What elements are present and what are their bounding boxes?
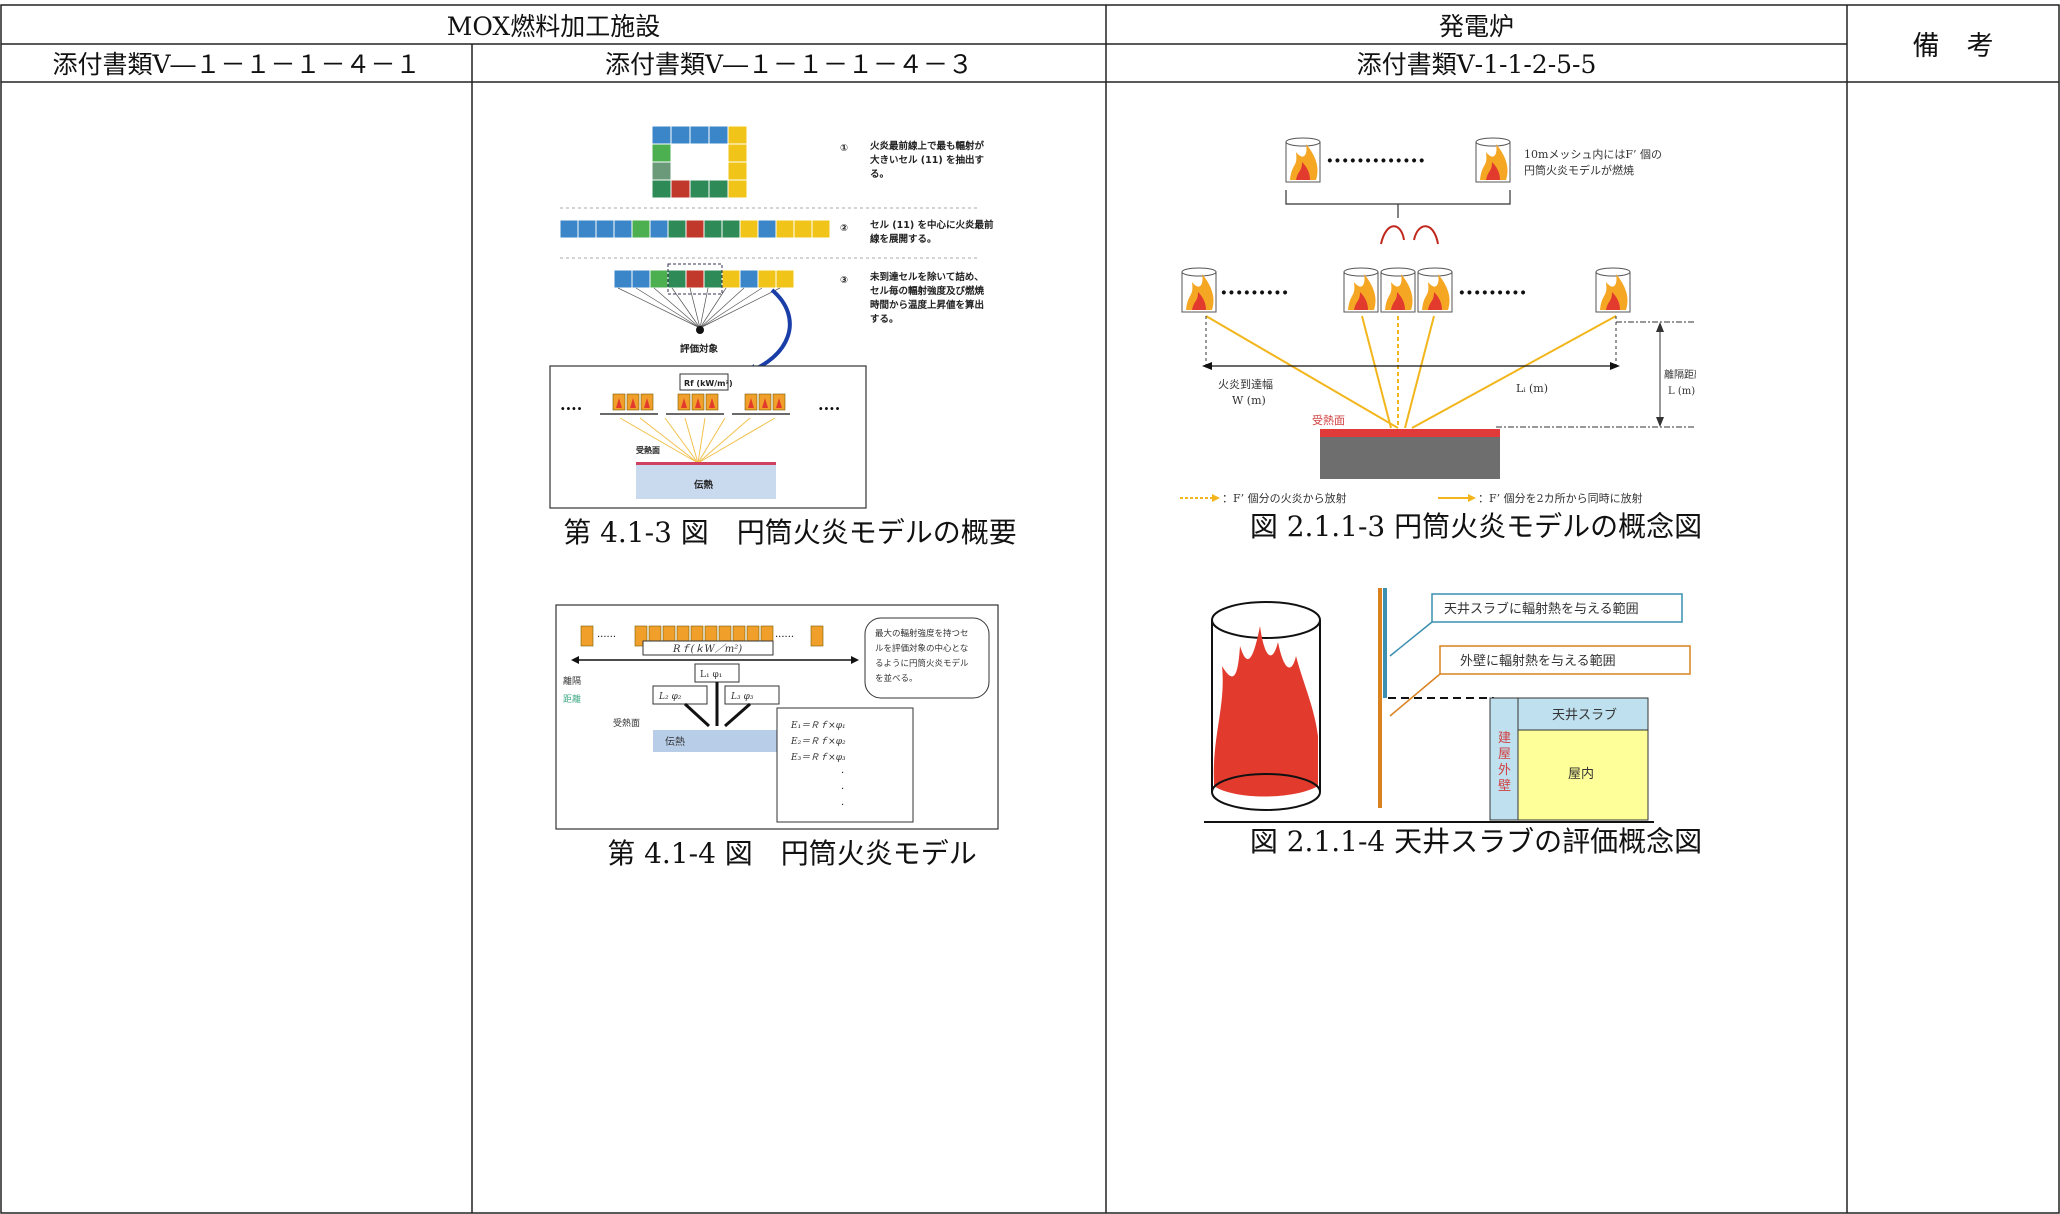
l2-phi2-label: L₂ φ₂ xyxy=(658,692,682,702)
rf-label: Rf (kW/m²) xyxy=(684,379,733,388)
equation-e2: E₂＝Ｒｆ×φ₂ xyxy=(790,736,846,747)
step3-number: ③ xyxy=(840,275,848,286)
svg-text:······: ······ xyxy=(597,632,616,643)
figure-4-1-4-cylindrical-flame-model: ······ ······ Rｆ(ｋW／m²) L₁ φ₁ L₂ φ₂ L₃ φ… xyxy=(555,604,999,830)
fig-4-1-3-caption: 第 4.1-3 図 円筒火炎モデルの概要 xyxy=(563,516,1017,549)
indoor-label: 屋内 xyxy=(1568,766,1594,782)
separation-line2: L (m) xyxy=(1668,386,1695,397)
step2-number: ② xyxy=(840,223,848,234)
step1-text-line1: 火炎最前線上で最も輻射が xyxy=(870,140,985,152)
front-width-line1: 火炎到達幅 xyxy=(1218,378,1273,391)
svg-text:·········: ········· xyxy=(1220,280,1289,306)
heat-surface-label: 受熱面 xyxy=(636,445,660,455)
header-remarks: 備 考 xyxy=(1912,31,1994,62)
step3-text-line4: する。 xyxy=(870,314,899,325)
figure-4-1-3-cylindrical-flame-overview: ① 火炎最前線上で最も輻射が 大きいセル (11) を抽出す る。 ② セル (… xyxy=(549,125,994,509)
mesh-note-line1: 10mメッシュ内にはF’ 個の xyxy=(1524,147,1662,161)
outer-wall-char2: 屋 xyxy=(1498,747,1511,762)
distance-label-b: 距離 xyxy=(563,693,581,705)
note-line4: を並べる。 xyxy=(875,673,918,684)
packed-cell-strip xyxy=(613,269,795,289)
flame-front-strip xyxy=(559,219,831,239)
fig-2-1-1-4-caption: 図 2.1.1-4 天井スラブの評価概念図 xyxy=(1249,825,1703,858)
figure-2-1-1-3-flame-concept: ············· 10mメッシュ内にはF’ 個の 円筒火炎モデルが燃焼… xyxy=(1180,137,1696,505)
note-line3: るように円筒火炎モデル xyxy=(875,658,969,669)
li-label: Lᵢ (m) xyxy=(1516,382,1548,395)
cell-ring-diagram xyxy=(651,125,748,199)
svg-text:·: · xyxy=(841,800,844,811)
outer-wall-char4: 壁 xyxy=(1498,779,1511,794)
heat-transfer-label: 伝熱 xyxy=(694,479,714,491)
header-doc-col2: 添付書類Ⅴ―１－１－１－４－３ xyxy=(604,50,974,79)
step1-number: ① xyxy=(840,143,848,154)
l1-phi1-label: L₁ φ₁ xyxy=(700,670,722,680)
legend-dotted: ：F’ 個分の火炎から放射 xyxy=(1222,491,1347,505)
svg-text:·: · xyxy=(841,768,844,779)
header-doc-col3: 添付書類Ⅴ-1-1-2-5-5 xyxy=(1356,50,1597,79)
legend-solid: ：F’ 個分を2カ所から同時に放射 xyxy=(1478,491,1643,505)
distance-label-a: 離隔 xyxy=(563,675,581,687)
figure-2-1-1-4-ceiling-slab-concept: 天井スラブに輻射熱を与える範囲 外壁に輻射熱を与える範囲 天井スラブ 建 屋 外… xyxy=(1204,588,1691,823)
step2-text-line2: 線を展開する。 xyxy=(870,233,937,245)
step3-text-line3: 時間から温度上昇値を算出 xyxy=(870,299,984,311)
header-doc-col1: 添付書類Ⅴ―１－１－１－４－１ xyxy=(52,50,421,79)
eval-target-label: 評価対象 xyxy=(680,343,719,355)
front-width-line2: W (m) xyxy=(1232,394,1266,407)
fig-4-1-4-caption: 第 4.1-4 図 円筒火炎モデル xyxy=(607,837,977,870)
heat-surface-2113: 受熱面 xyxy=(1312,414,1345,427)
svg-text:······: ······ xyxy=(775,632,794,643)
svg-text:·········: ········· xyxy=(1458,280,1527,306)
wall-range-label: 外壁に輻射熱を与える範囲 xyxy=(1460,653,1616,669)
header-mox-facility: MOX燃料加工施設 xyxy=(446,11,661,41)
heat-transfer-414: 伝熱 xyxy=(665,735,685,748)
l3-phi3-label: L₃ φ₃ xyxy=(730,692,754,702)
equation-e3: E₃＝Ｒｆ×φ₃ xyxy=(790,752,846,763)
outer-wall-char3: 外 xyxy=(1498,763,1511,778)
heat-surface-414: 受熱面 xyxy=(613,717,640,729)
svg-text:·············: ············· xyxy=(1326,148,1426,174)
equation-e1: E₁＝Ｒｆ×φ₁ xyxy=(790,720,846,731)
ceiling-slab-label: 天井スラブ xyxy=(1552,707,1617,723)
step1-text-line3: る。 xyxy=(870,169,889,180)
ceiling-range-label: 天井スラブに輻射熱を与える範囲 xyxy=(1444,601,1639,617)
step3-text-line1: 未到達セルを除いて詰め、 xyxy=(869,271,984,283)
mesh-note-line2: 円筒火炎モデルが燃焼 xyxy=(1524,163,1634,177)
fig-2-1-1-3-caption: 図 2.1.1-3 円筒火炎モデルの概念図 xyxy=(1249,510,1703,543)
svg-text:·: · xyxy=(841,784,844,795)
step3-text-line2: セル毎の輻射強度及び燃焼 xyxy=(870,285,985,297)
note-line2: ルを評価対象の中心とな xyxy=(875,643,968,654)
svg-text:····: ···· xyxy=(560,399,582,418)
step1-text-line2: 大きいセル (11) を抽出す xyxy=(870,154,985,166)
rf-kw-label: Rｆ(ｋW／m²) xyxy=(672,643,742,655)
svg-text:····: ···· xyxy=(818,399,840,418)
step2-text-line1: セル (11) を中心に火炎最前 xyxy=(870,219,994,231)
note-line1: 最大の輻射強度を持つセ xyxy=(875,628,969,639)
outer-wall-char1: 建 xyxy=(1498,731,1511,746)
header-power-reactor: 発電炉 xyxy=(1438,11,1514,41)
